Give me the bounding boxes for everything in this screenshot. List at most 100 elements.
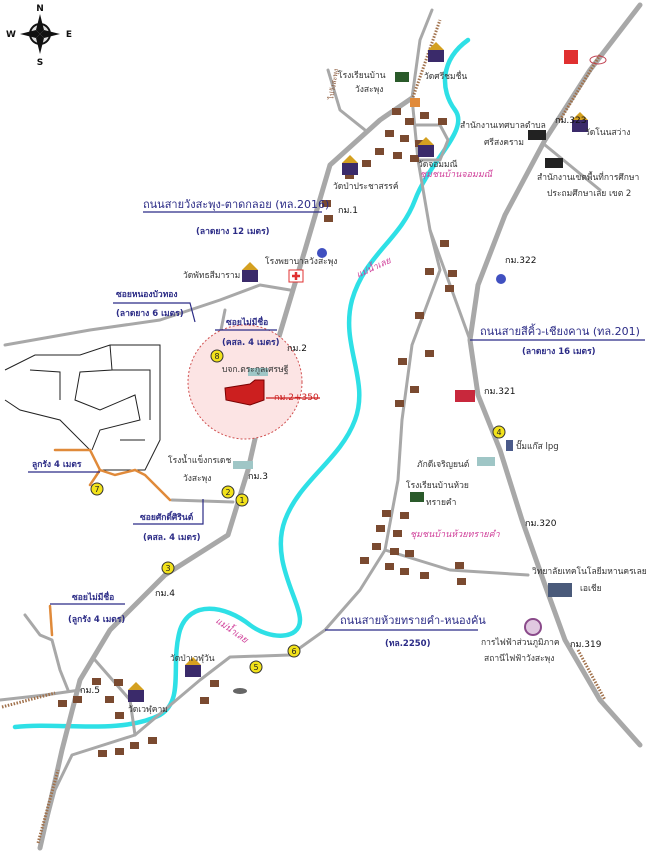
soi-noname-2-spec: (ลูกรัง 4 เมตร) (68, 614, 125, 625)
school-huaisaikham-label-1: โรงเรียนบ้านห้วย (406, 480, 469, 491)
km-marker-1: กม.1 (338, 206, 358, 216)
road-2016-name: ถนนสายวังสะพุง-ตาดกลอย (ทล.2016) (143, 198, 329, 211)
km-marker-322: กม.322 (505, 256, 536, 266)
direction-label-201-south (576, 649, 607, 701)
point-6: 6 (291, 647, 296, 656)
municipal-office-label-2: ศรีสงคราม (484, 137, 524, 148)
college-label-1: วิทยาลัยเทคโนโลยีมหานครเลย (532, 566, 647, 577)
road-huaisaikham (40, 96, 442, 842)
college-label-2: เอเชีย (580, 583, 602, 594)
point-1: 1 (239, 496, 244, 505)
point-3: 3 (165, 564, 170, 573)
direction-label-201-north (558, 54, 602, 121)
laterite-soi (48, 604, 54, 637)
temple-icons (128, 50, 588, 702)
gas-station-label: ปั๊มแก๊ส lpg (516, 439, 559, 452)
point-8: 8 (214, 352, 219, 361)
school-icon-2 (410, 492, 424, 502)
school-wangsaphung-label-2: วังสะพุง (355, 85, 383, 95)
pea-label-2: สถานีไฟฟ้าวังสะพุง (484, 653, 554, 664)
numbered-points: 1 2 3 4 5 6 7 8 (90, 349, 506, 674)
direction-label-south (36, 769, 60, 844)
soi-noname-2-name: ซอยไม่มีชื่อ (72, 590, 114, 603)
km-marker-319: กม.319 (570, 640, 602, 650)
restaurant-logo-icon (564, 50, 578, 64)
police-icon-2 (496, 274, 506, 284)
site-building-icon (224, 379, 265, 406)
km-marker-321: กม.321 (484, 387, 515, 397)
soi-nongbuathong-name: ซอยหนองบัวทอง (116, 289, 178, 300)
temple-roof-icons (128, 42, 588, 690)
compass-e: E (66, 30, 72, 40)
compass-s: S (37, 58, 43, 68)
company-label: บจก.ตระกูลเศรษฐี (222, 364, 289, 375)
garage-icon (477, 457, 495, 466)
compass-w: W (6, 30, 16, 40)
point-4: 4 (496, 428, 501, 437)
wat-srichomchuen-label: วัดศรีชมชื่น (424, 70, 467, 82)
road-2250-name: ถนนสายห้วยทรายคำ-หนองคัน (340, 614, 486, 627)
school-wangsaphung-label-1: โรงเรียนบ้าน (338, 70, 386, 81)
point-7: 7 (94, 485, 99, 494)
leader-saksirin (133, 499, 204, 525)
hospital-label: โรงพยาบาลวังสะพุง (265, 256, 337, 267)
soi-saksirin-spec: (คสล. 4 เมตร) (143, 533, 201, 543)
km-marker-4: กม.4 (155, 589, 175, 599)
road-northwest (326, 68, 367, 132)
land-parcels (4, 344, 161, 471)
km-marker-320: กม.320 (525, 519, 557, 529)
red-cross-icon (292, 272, 300, 280)
soi-noname-1-spec: (คสล. 4 เมตร) (222, 338, 280, 348)
wat-welukham-label: วัดเวฬุคาม (128, 705, 168, 715)
point-2: 2 (225, 488, 230, 497)
compass-n: N (36, 4, 44, 14)
toyota-logo-icon (589, 55, 607, 65)
edu-office-label-2: ประถมศึกษาเลย เขต 2 (547, 189, 631, 199)
police-icon (317, 248, 327, 258)
wat-nonsawang-label: วัดโนนสว่าง (585, 127, 630, 138)
pea-label-1: การไฟฟ้าส่วนภูมิภาค (481, 637, 560, 648)
compass-rose-icon: N S W E (6, 4, 72, 68)
college-icon (548, 583, 572, 597)
road-north (410, 8, 434, 100)
soi-saksirin-name: ซอยศักดิ์ศิรินต์ (140, 510, 194, 523)
river-loei (12, 37, 471, 730)
soi-noname-2 (23, 613, 70, 692)
road-201-spec: (ลาดยาง 16 เมตร) (522, 347, 596, 357)
direction-label-west (1, 691, 56, 709)
gas-pump-icon (506, 440, 513, 451)
road-village-chommani (413, 123, 450, 162)
road-2250-spec: (ทล.2250) (385, 639, 431, 649)
river-label-2: แม่น้ำเลย (213, 614, 251, 646)
community-huaisaikham-label: ชุมชนบ้านห้วยทรายคำ (410, 529, 501, 540)
soi-noname-1-name: ซอยไม่มีชื่อ (226, 315, 268, 328)
laterite-name: ลูกรัง 4 เมตร (32, 459, 82, 470)
edu-office-icon (545, 158, 563, 168)
ice-factory-label-2: วังสะพุง (183, 474, 211, 484)
phakdee-label: ภักดีเจริญยนต์ (417, 459, 469, 470)
community-chommani-label: ชุมชนบ้านจอมมณี (420, 169, 494, 180)
wat-chommani-label: วัดจอมมณี (418, 159, 458, 170)
road-201-name: ถนนสายสีคิ้ว-เชียงคาน (ทล.201) (480, 323, 640, 338)
km-marker-3: กม.3 (248, 472, 268, 482)
small-building-icon (233, 688, 247, 694)
km-marker-2: กม.2 (287, 344, 307, 354)
soi-nongbuathong-spec: (ลาดยาง 6 เมตร) (116, 309, 184, 319)
km-marker-2-350: กม.2+350 (274, 393, 319, 403)
point-5: 5 (253, 663, 258, 672)
house-icons (58, 108, 466, 757)
road-edu-branch (543, 143, 602, 192)
pea-icon (524, 618, 542, 636)
km-marker-5: กม.5 (80, 686, 100, 696)
factory-icon (248, 368, 268, 376)
ice-factory-icon (233, 461, 253, 469)
shop-icon (410, 98, 420, 107)
wat-phatthasima-label: วัดพัทธสีมาราม (183, 270, 240, 281)
soi-nongbuathong (3, 283, 292, 347)
leader-nongbuathong (113, 302, 196, 323)
direction-label-north (410, 19, 442, 101)
laterite-road (53, 448, 172, 502)
nissan-logo-icon (455, 390, 475, 402)
municipal-office-icon (528, 130, 546, 140)
